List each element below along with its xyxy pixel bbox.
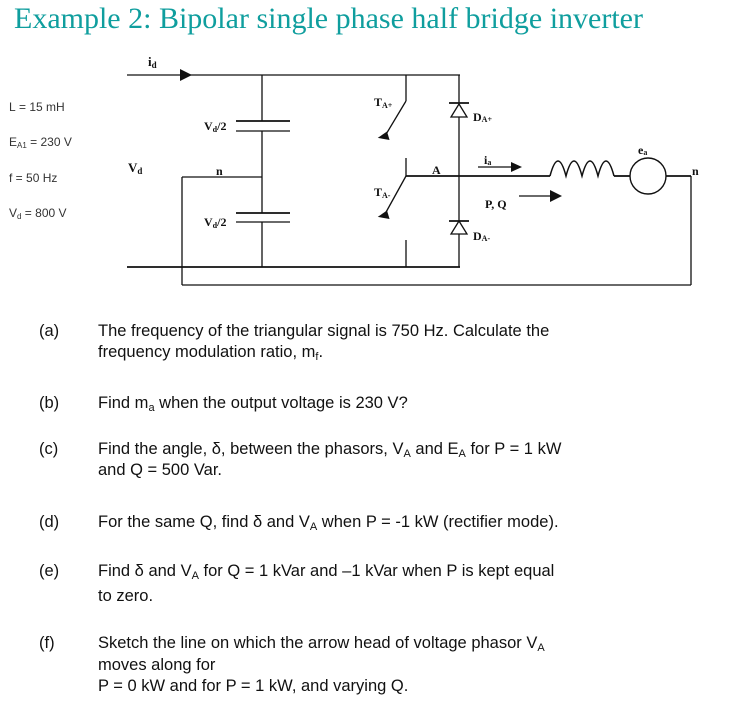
label-ta-minus: TA- [374,185,391,200]
label-pq: P, Q [485,197,507,211]
param-back-emf: EA1 = 230 V [9,135,72,150]
ta-plus-arrow-icon [377,131,390,141]
diode-da-plus-icon [449,102,469,118]
param-frequency: f = 50 Hz [9,171,58,185]
label-ea: ea [638,143,647,157]
switch-ta-minus-icon [384,175,407,215]
question-label: (d) [39,513,60,531]
ta-minus-arrow-icon [377,210,390,220]
page-title: Example 2: Bipolar single phase half bri… [14,2,643,35]
ia-arrowhead-icon [511,162,522,172]
question-label: (e) [39,562,60,580]
id-arrow-icon [180,69,192,81]
ac-source-icon [629,157,667,195]
label-da-minus: DA- [473,229,490,243]
inductor-icon [549,160,615,179]
pq-arrowhead-icon [550,190,562,202]
label-node-a: A [432,163,441,177]
label-vd2-bottom: Vd/2 [204,215,226,230]
param-inductance: L = 15 mH [9,100,65,114]
label-id: id [148,54,157,70]
label-ta-plus: TA+ [374,95,393,110]
label-n-right: n [692,164,699,178]
label-vd2-top: Vd/2 [204,119,226,134]
label-ia: ia [484,153,491,167]
question-label: (f) [39,634,55,652]
question-label: (c) [39,440,59,458]
question-label: (a) [39,322,60,340]
label-n-left: n [216,164,223,178]
label-vd: Vd [128,160,142,176]
label-da-plus: DA+ [473,110,492,124]
circuit-diagram: id Vd Vd/2 Vd/2 n TA+ TA- DA+ DA- A ia P… [127,54,699,286]
diode-da-minus-icon [449,219,469,235]
param-dc-voltage: Vd = 800 V [9,206,67,221]
switch-ta-plus-icon [384,100,407,137]
question-label: (b) [39,394,60,412]
